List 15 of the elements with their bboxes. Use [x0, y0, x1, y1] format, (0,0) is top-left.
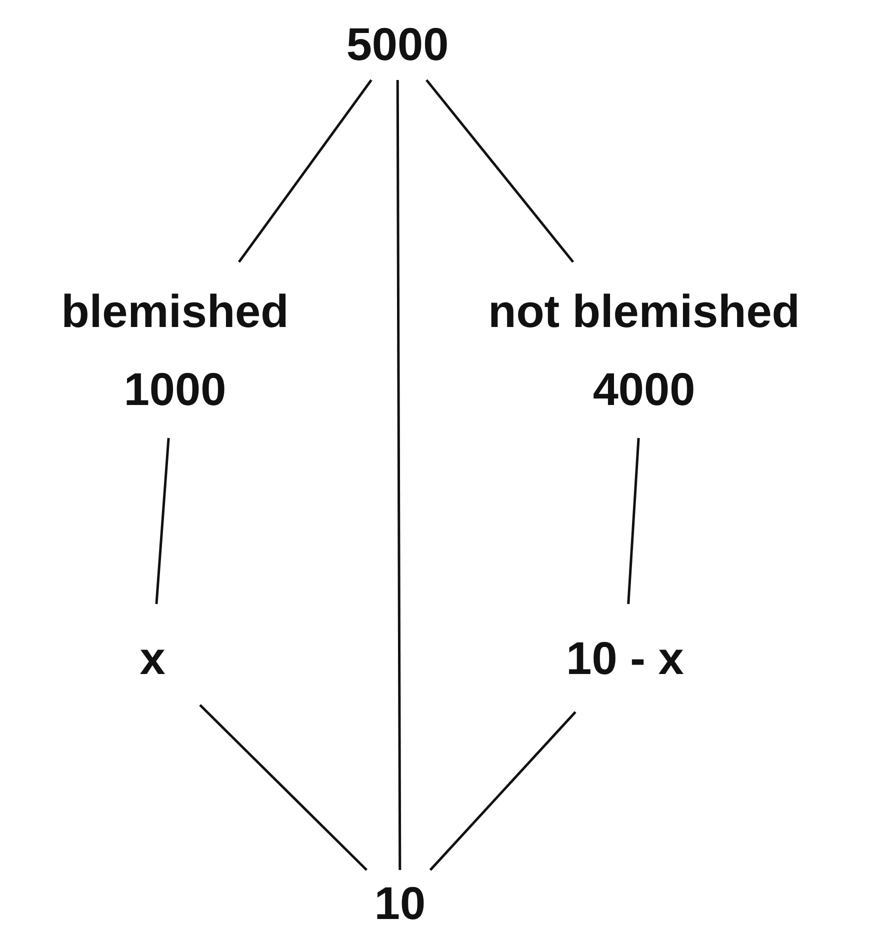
connector-line [238, 79, 372, 263]
node-label: blemished [61, 284, 289, 339]
connector-line [627, 438, 640, 604]
connector-line [429, 711, 576, 871]
node-label: 4000 [592, 362, 696, 417]
connector-line [199, 704, 368, 871]
connector-line [396, 80, 402, 870]
node-label: not blemished [488, 284, 800, 339]
connector-line [155, 438, 170, 604]
node-label: 10 - x [566, 630, 684, 686]
node-label: 5000 [346, 16, 449, 72]
node-label: 10 [374, 876, 426, 931]
node-label: x [140, 630, 166, 686]
node-label: 1000 [124, 362, 226, 417]
connector-line [426, 79, 574, 263]
